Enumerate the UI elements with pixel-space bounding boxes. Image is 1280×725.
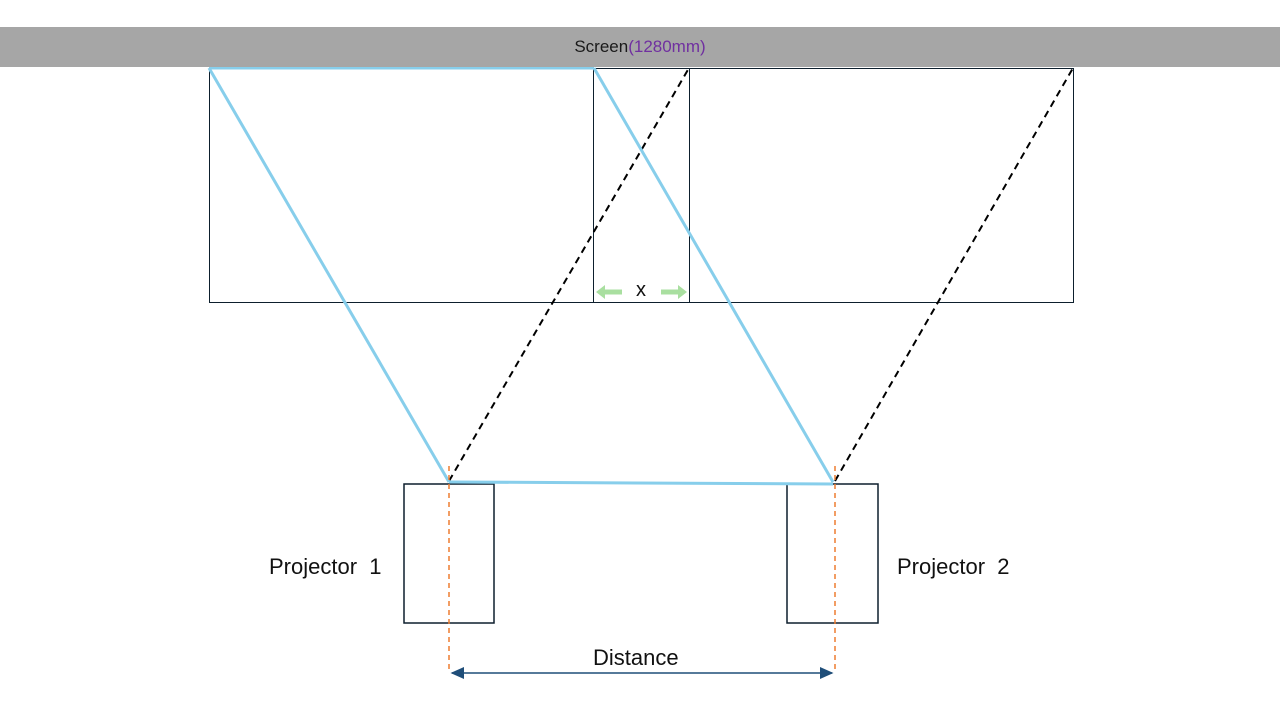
gap-arrow-left-icon (596, 285, 622, 299)
left-image-area (209, 68, 594, 303)
projector-2-box (786, 483, 879, 624)
projector-2-right-edge-line (834, 67, 1074, 482)
projector-2-left-edge-line (592, 67, 835, 483)
screen-size-label: (1280mm) (628, 37, 706, 56)
projector-2-label: Projector 2 (897, 554, 1010, 579)
projector-1-left-edge-line (207, 67, 451, 483)
gap-arrow-right-icon (661, 285, 687, 299)
projector-1-right-edge-line (448, 67, 690, 482)
right-image-area (689, 68, 1074, 303)
screen-label: Screen (574, 37, 629, 56)
overlap-area (593, 68, 690, 303)
distance-label: Distance (593, 645, 679, 670)
projector-1-label: Projector 1 (269, 554, 382, 579)
screen-bar: Screen(1280mm) (0, 27, 1280, 67)
projector-baseline (448, 480, 834, 486)
gap-label: x (636, 279, 646, 301)
